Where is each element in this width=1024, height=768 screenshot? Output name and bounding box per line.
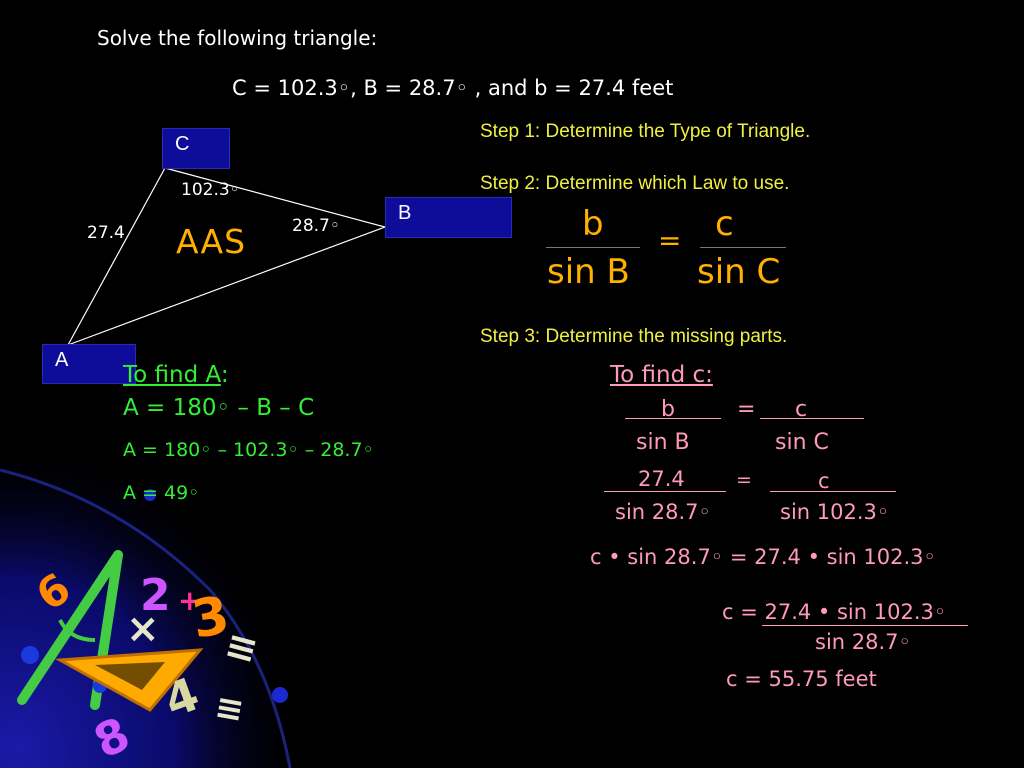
find-a-substitution: A = 180◦ – 102.3◦ – 28.7◦ bbox=[123, 439, 374, 461]
blue-swirl-shape bbox=[0, 420, 320, 768]
given-values: C = 102.3◦, B = 28.7◦ , and b = 27.4 fee… bbox=[232, 76, 674, 100]
eq2-equals-sign: = bbox=[736, 469, 752, 491]
eq1-denominator-left: sin B bbox=[636, 430, 690, 455]
fraction-bar bbox=[546, 247, 640, 248]
step-3-text: Step 3: Determine the missing parts. bbox=[480, 326, 788, 347]
dot-shape bbox=[144, 489, 156, 501]
solve-c-numerator: 27.4 • sin 102.3◦ bbox=[764, 600, 947, 624]
angle-c-value: 102.3◦ bbox=[181, 180, 240, 200]
eq2-denominator-left: sin 28.7◦ bbox=[615, 500, 711, 524]
step-2-text: Step 2: Determine which Law to use. bbox=[480, 173, 790, 194]
eq1-equals-sign: = bbox=[737, 397, 756, 422]
triangle-type-label: AAS bbox=[176, 222, 247, 261]
fraction-bar bbox=[625, 418, 721, 419]
fraction-bar bbox=[760, 418, 864, 419]
fraction-bar bbox=[770, 491, 896, 492]
find-a-formula: A = 180◦ – B – C bbox=[123, 395, 315, 421]
fraction-bar bbox=[762, 625, 968, 626]
dot-shape bbox=[272, 687, 288, 703]
fraction-bar bbox=[604, 491, 726, 492]
eq2-denominator-right: sin 102.3◦ bbox=[780, 500, 890, 524]
step-1-text: Step 1: Determine the Type of Triangle. bbox=[480, 121, 811, 142]
law-numerator-right: c bbox=[715, 204, 734, 244]
times-glyph: × bbox=[126, 606, 160, 652]
find-a-heading-colon: : bbox=[220, 362, 229, 388]
vertex-a-label: A bbox=[42, 344, 136, 384]
title-text: Solve the following triangle: bbox=[97, 26, 378, 50]
law-denominator-left: sin B bbox=[547, 252, 630, 292]
triangle-side-ca bbox=[67, 167, 166, 346]
find-a-result: A = 49◦ bbox=[123, 482, 200, 504]
law-denominator-right: sin C bbox=[697, 252, 781, 292]
cross-multiplication: c • sin 28.7◦ = 27.4 • sin 102.3◦ bbox=[590, 545, 936, 569]
law-numerator-left: b bbox=[582, 204, 604, 244]
eq2-numerator-right: c bbox=[818, 469, 830, 493]
side-b-value: 27.4 bbox=[87, 223, 125, 243]
eq2-numerator-left: 27.4 bbox=[638, 467, 685, 491]
triangle-side-ab bbox=[67, 226, 386, 346]
find-a-heading-text: To find A bbox=[123, 362, 221, 388]
angle-b-value: 28.7◦ bbox=[292, 216, 340, 236]
equals-lines-glyph: ≡ bbox=[212, 687, 247, 731]
find-c-heading: To find c: bbox=[610, 362, 713, 388]
digit-two-glyph: 2 bbox=[140, 570, 171, 621]
solve-c-prefix: c = bbox=[722, 600, 765, 624]
vertex-b-label: B bbox=[385, 197, 512, 238]
plus-glyph: + bbox=[178, 584, 201, 617]
law-equals-sign: = bbox=[658, 224, 682, 257]
eq1-denominator-right: sin C bbox=[775, 430, 829, 455]
eq1-numerator-left: b bbox=[661, 397, 675, 422]
triangle-diagram bbox=[67, 167, 386, 346]
solve-c-denominator: sin 28.7◦ bbox=[815, 630, 911, 654]
vertex-c-label: C bbox=[162, 128, 230, 169]
solve-c-expression: c = 27.4 • sin 102.3◦ bbox=[722, 600, 946, 624]
set-square-icon bbox=[54, 648, 204, 712]
dot-shape bbox=[21, 646, 39, 664]
triangle-side-cb bbox=[164, 167, 386, 228]
c-result: c = 55.75 feet bbox=[726, 667, 877, 691]
find-a-heading: To find A: bbox=[123, 362, 229, 388]
eq1-numerator-right: c bbox=[795, 397, 808, 422]
fraction-bar bbox=[700, 247, 786, 248]
